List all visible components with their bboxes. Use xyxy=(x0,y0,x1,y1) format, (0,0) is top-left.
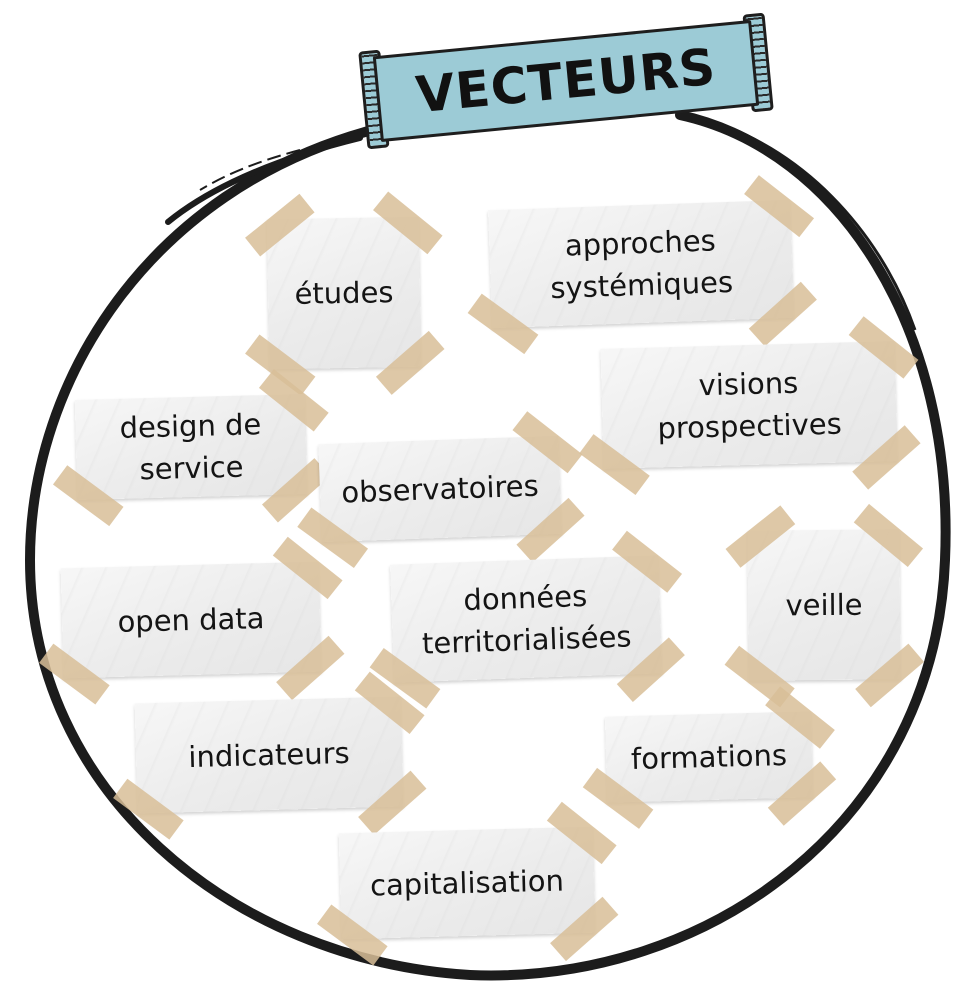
note-etudes: études xyxy=(245,191,445,396)
note-label: études xyxy=(294,275,394,311)
note-capitalisation: capitalisation xyxy=(317,801,619,966)
note-label: formations xyxy=(630,737,788,777)
note-label: indicateurs xyxy=(187,735,351,775)
note-label: observatoires xyxy=(340,468,540,510)
note-open-data: open data xyxy=(39,536,345,705)
note-label: veille xyxy=(785,587,863,623)
note-design-de-service: design de service xyxy=(52,369,331,527)
note-label: données territorialisées xyxy=(421,578,633,661)
note-observatoires: observatoires xyxy=(297,411,585,569)
note-label: open data xyxy=(117,601,265,639)
note-label: capitalisation xyxy=(369,863,565,903)
note-formations: formations xyxy=(582,686,837,829)
note-veille: veille xyxy=(724,503,925,708)
banner-title: VECTEURS xyxy=(413,37,719,125)
note-approches-systemiques: approches systémiques xyxy=(467,175,817,355)
note-visions-prospectives: visions prospectives xyxy=(579,316,921,496)
note-donnees-territorialisees: données territorialisées xyxy=(369,530,685,709)
note-label: approches systémiques xyxy=(549,223,734,306)
note-label: design de service xyxy=(119,407,262,487)
note-label: visions prospectives xyxy=(656,365,843,446)
note-indicateurs: indicateurs xyxy=(113,671,427,840)
